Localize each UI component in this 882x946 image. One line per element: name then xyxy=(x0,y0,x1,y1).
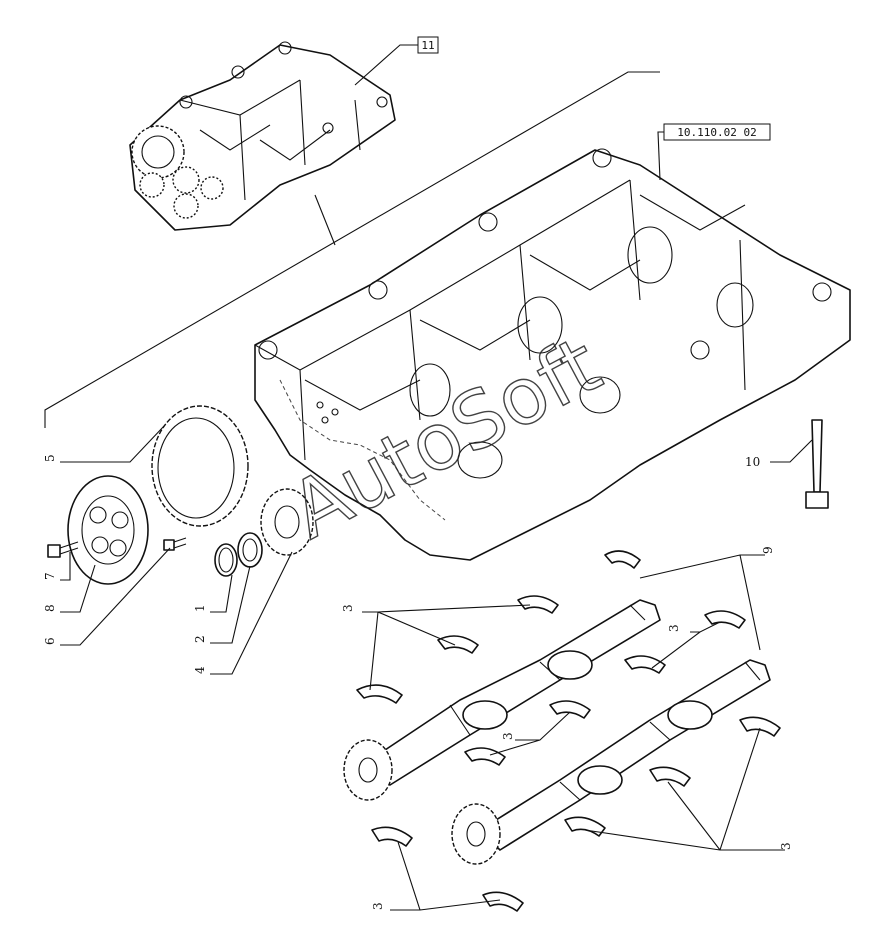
callout-5: 5 xyxy=(43,454,57,462)
drive-gear-4 xyxy=(260,488,314,556)
callout-3-d: 3 xyxy=(779,842,793,850)
bearing-shell xyxy=(464,747,506,766)
callout-leaders xyxy=(60,424,813,911)
reference-label-11: 11 xyxy=(354,36,439,86)
bolt-6 xyxy=(163,537,187,551)
bearing-shell xyxy=(549,700,591,719)
timing-gear-large xyxy=(151,405,249,527)
bearing-shell xyxy=(649,766,691,787)
callout-2: 2 xyxy=(193,635,207,643)
bearing-shells xyxy=(356,550,781,912)
camshaft-upper xyxy=(343,599,661,801)
bearing-shell xyxy=(517,595,559,614)
callout-1: 1 xyxy=(193,604,207,612)
assembly-link-line xyxy=(314,194,336,246)
bearing-shell xyxy=(604,550,641,569)
camshaft-housing xyxy=(254,148,851,561)
callout-numbers: 5 7 8 6 1 2 4 10 9 3 3 3 3 3 xyxy=(43,454,793,910)
callout-6: 6 xyxy=(43,637,57,645)
bolt-7 xyxy=(47,541,79,558)
reference-cam-housing-text: 10.110.02 02 xyxy=(677,126,756,139)
callout-4: 4 xyxy=(193,666,207,674)
callout-3-b: 3 xyxy=(667,624,681,632)
callout-3-e: 3 xyxy=(371,902,385,910)
bearing-shell xyxy=(739,716,781,737)
bearing-shell xyxy=(482,891,524,912)
bearing-shell xyxy=(356,684,403,704)
bearing-shell xyxy=(624,655,666,674)
small-housing-assembly xyxy=(129,41,396,231)
bearing-shell xyxy=(704,610,746,629)
assembly-divider-line xyxy=(44,71,660,428)
callout-3-c: 3 xyxy=(501,732,515,740)
snap-ring-1 xyxy=(214,543,238,577)
bearing-shell xyxy=(437,635,479,654)
callout-3-a: 3 xyxy=(341,604,355,612)
callout-7: 7 xyxy=(43,572,57,580)
pulley-hub xyxy=(67,475,149,585)
reference-label-cam-housing: 10.110.02 02 xyxy=(657,123,771,181)
callout-10: 10 xyxy=(745,455,760,469)
bolt-10 xyxy=(805,419,829,509)
callout-9: 9 xyxy=(761,546,775,554)
reference-11-text: 11 xyxy=(421,39,434,52)
bearing-shell xyxy=(371,826,413,847)
callout-8: 8 xyxy=(43,604,57,612)
washer-2 xyxy=(237,532,263,568)
camshaft-lower xyxy=(451,659,771,865)
bearing-shell xyxy=(564,816,606,837)
